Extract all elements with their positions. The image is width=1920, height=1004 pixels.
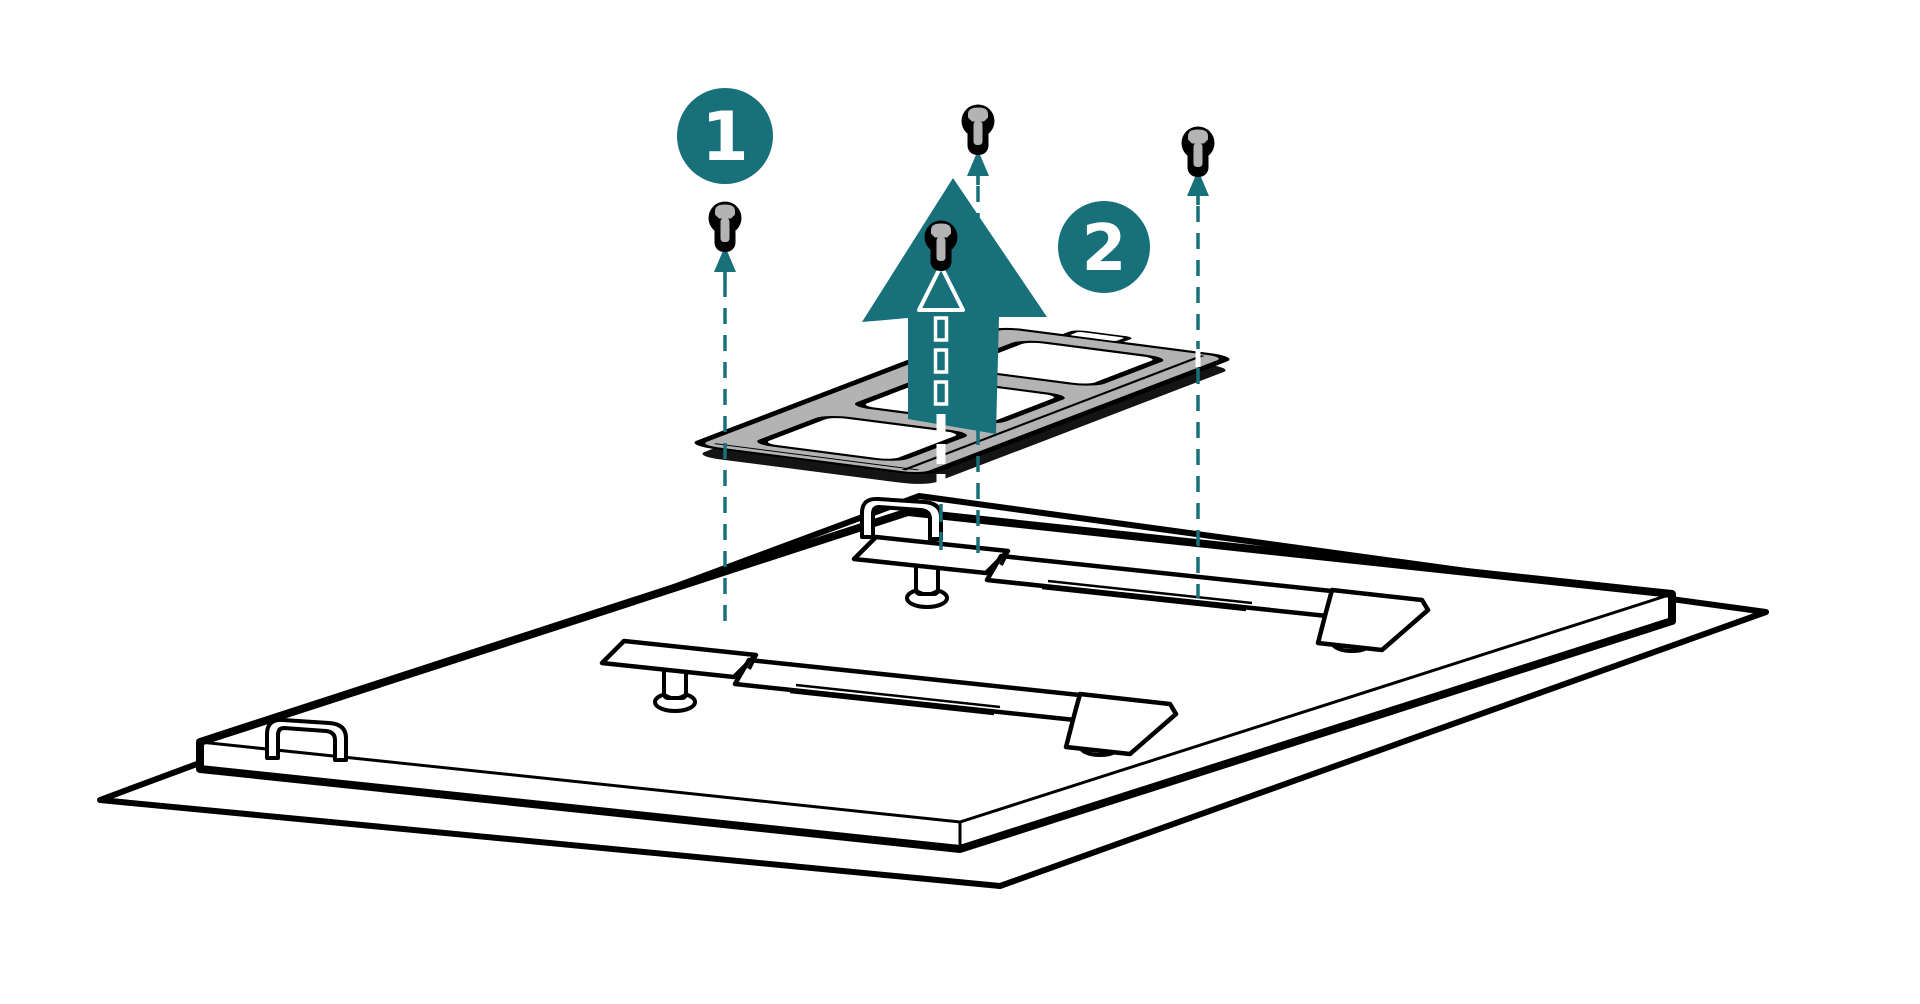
plate-cutout-1: [757, 416, 967, 461]
lift-motion-arrow: [917, 264, 965, 550]
step-badge-1: 1: [677, 88, 773, 184]
guide-arrowhead-2: [967, 150, 989, 185]
screw-icon-3: [1181, 126, 1215, 177]
step-badge-2: 2: [1058, 201, 1150, 293]
plate-tab: [1062, 330, 1132, 343]
step-badge-2-label: 2: [1082, 212, 1127, 286]
step-badge-1-label: 1: [701, 98, 748, 177]
guide-dash-over-plate: [1195, 349, 1201, 367]
screw-icon-1: [708, 201, 742, 252]
screw-icon-2: [961, 104, 995, 155]
remove-direction-arrow: [862, 178, 1047, 434]
